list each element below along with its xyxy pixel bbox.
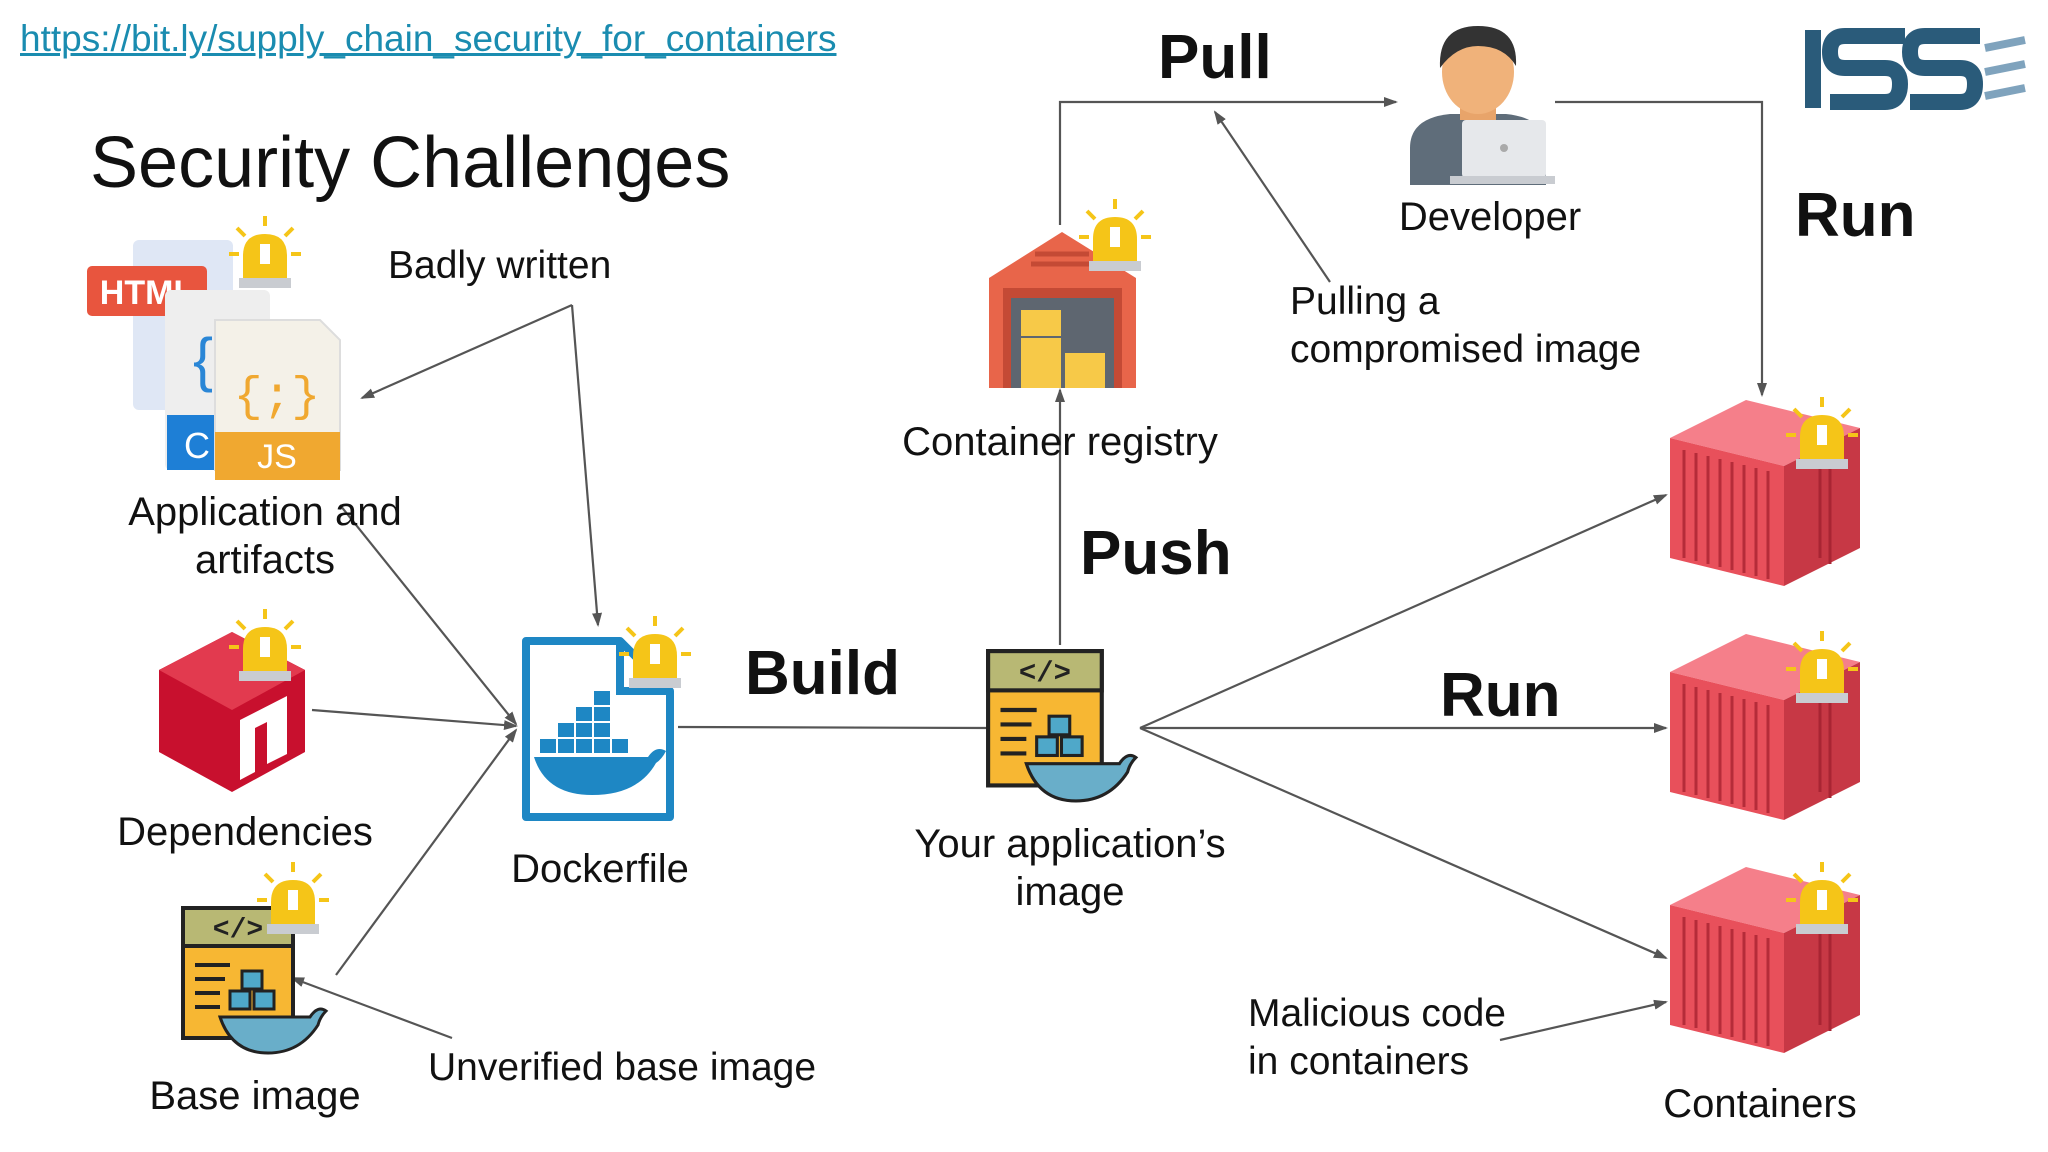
- registry-label: Container registry: [902, 420, 1218, 464]
- app-artifacts-label: Application and artifacts: [110, 488, 420, 584]
- app-image-icon: </>: [985, 648, 1140, 803]
- containers-label: Containers: [1663, 1082, 1857, 1126]
- app-artifacts-line1: Application and: [128, 490, 402, 534]
- iss-logo: [1800, 18, 2030, 118]
- code-glyph: </>: [213, 915, 263, 946]
- malicious-line1: Malicious code: [1248, 992, 1506, 1035]
- malicious-annotation: Malicious code in containers: [1248, 990, 1506, 1086]
- js-glyph: {;}: [234, 371, 320, 425]
- push-step-label: Push: [1080, 519, 1232, 588]
- pulling-line1: Pulling a: [1290, 280, 1440, 323]
- css-badge-text: C: [184, 425, 210, 466]
- alert-icon: [1782, 858, 1862, 938]
- page-title: Security Challenges: [90, 123, 731, 203]
- dockerfile-label: Dockerfile: [511, 847, 689, 891]
- alert-icon: [1782, 627, 1862, 707]
- alert-icon: [1075, 195, 1155, 275]
- run-step-label-middle: Run: [1440, 661, 1561, 730]
- alert-icon: [225, 212, 305, 292]
- dependencies-label: Dependencies: [117, 810, 373, 854]
- alert-icon: [1782, 393, 1862, 473]
- pulling-annotation: Pulling a compromised image: [1290, 278, 1641, 374]
- source-link[interactable]: https://bit.ly/supply_chain_security_for…: [20, 18, 837, 59]
- badly-written-annotation: Badly written: [388, 244, 612, 287]
- alert-icon: [225, 605, 305, 685]
- build-step-label: Build: [745, 639, 900, 708]
- alert-icon: [253, 858, 333, 938]
- developer-icon: [1400, 20, 1560, 185]
- brace-glyph: {: [193, 326, 213, 393]
- developer-label: Developer: [1398, 195, 1582, 239]
- pulling-line2: compromised image: [1290, 328, 1642, 371]
- app-artifacts-icon: HTML { C {;} JS: [85, 210, 385, 490]
- app-image-label: Your application’s image: [900, 820, 1240, 916]
- unverified-base-annotation: Unverified base image: [428, 1046, 817, 1089]
- pull-step-label: Pull: [1158, 23, 1272, 92]
- app-artifacts-line2: artifacts: [194, 538, 336, 582]
- alert-icon: [615, 612, 695, 692]
- run-step-label-top: Run: [1795, 181, 1916, 250]
- js-badge-text: JS: [257, 438, 297, 476]
- base-image-label: Base image: [149, 1074, 361, 1118]
- app-image-line2: image: [1015, 870, 1125, 914]
- code-glyph: </>: [1019, 657, 1071, 690]
- app-image-line1: Your application’s: [914, 822, 1226, 866]
- malicious-line2: in containers: [1248, 1040, 1470, 1083]
